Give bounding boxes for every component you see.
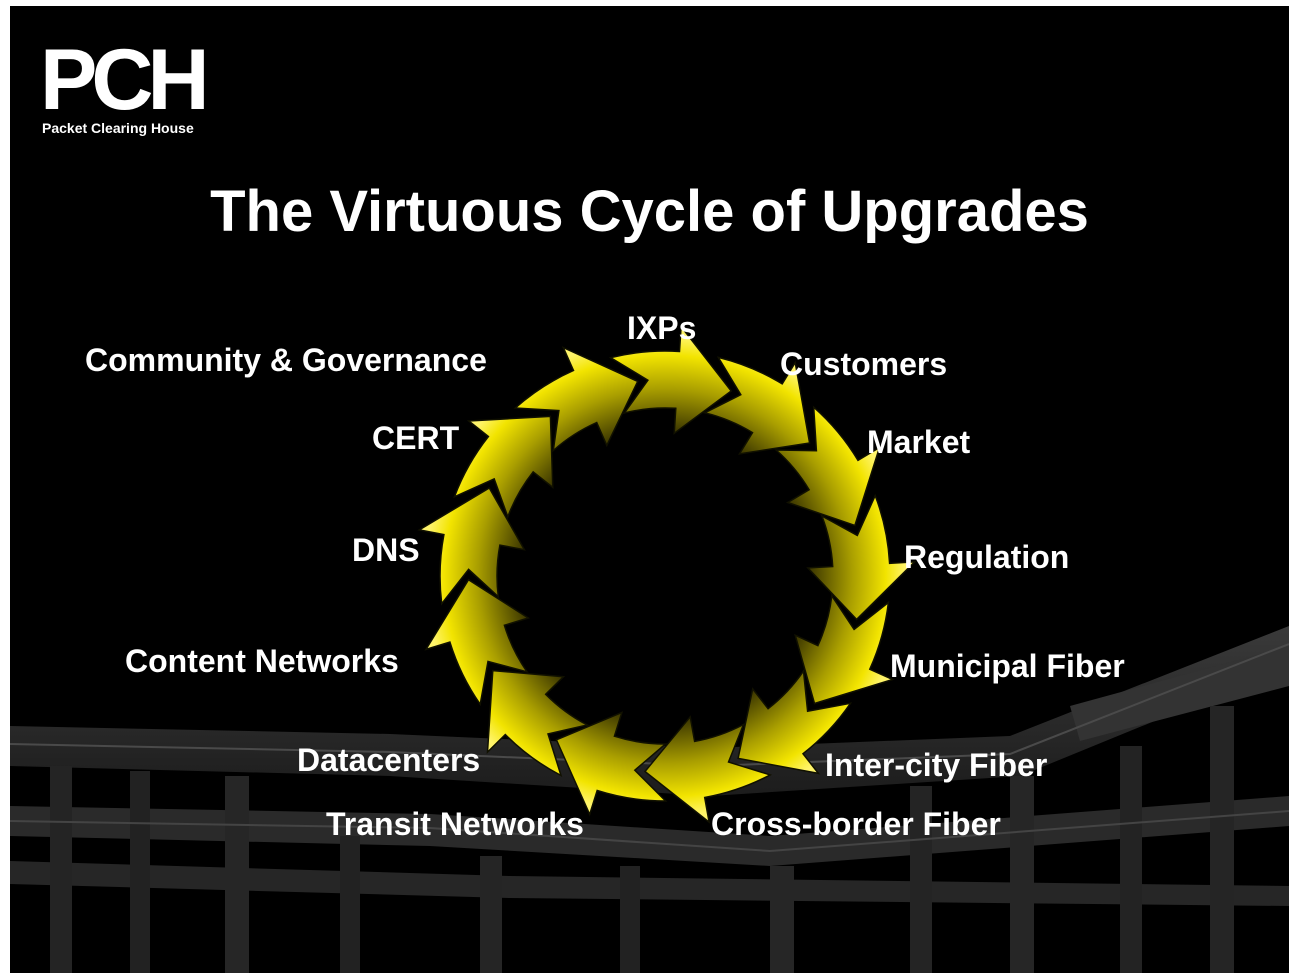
cycle-arrow-dns [417,486,526,606]
stage-label-inter-city-fiber: Inter-city Fiber [825,747,1048,783]
stage-label-community-governance: Community & Governance [85,342,487,378]
slide: PCH Packet Clearing House The Virtuous C… [10,6,1289,973]
stage-label-cert: CERT [372,420,460,456]
stage-label-regulation: Regulation [904,539,1070,575]
stage-label-ixps: IXPs [627,310,697,346]
stage-label-customers: Customers [780,346,948,382]
slide-title: The Virtuous Cycle of Upgrades [210,179,1089,244]
stage-label-cross-border-fiber: Cross-border Fiber [711,806,1001,842]
cycle-arrow-community-governance [513,346,639,453]
cycle-arrow-ixps [608,324,733,435]
cycle-arrow-cert [453,415,554,519]
upgrade-cycle-diagram [417,324,917,824]
stage-label-market: Market [867,424,971,460]
cycle-arrow-transit-networks [555,711,668,817]
cycle-arrow-datacenters [486,669,590,777]
stage-label-content-networks: Content Networks [125,643,399,679]
stage-label-transit-networks: Transit Networks [326,806,584,842]
logo-subtitle: Packet Clearing House [42,120,194,136]
stage-label-dns: DNS [352,532,420,568]
stage-label-municipal-fiber: Municipal Fiber [890,648,1125,684]
cycle-arrow-content-networks [424,578,531,707]
logo-letters: PCH [40,32,210,128]
cycle-arrow-municipal-fiber [794,593,895,705]
pch-logo: PCH Packet Clearing House [40,32,246,138]
overpass-background-image [10,626,1289,973]
stage-label-datacenters: Datacenters [297,742,481,778]
cycle-arrow-customers [702,356,811,455]
cycle-arrow-cross-border-fiber [643,715,773,824]
cycle-arrow-regulation [806,493,917,621]
cycle-arrow-inter-city-fiber [737,668,853,775]
cycle-arrow-market [774,405,881,527]
